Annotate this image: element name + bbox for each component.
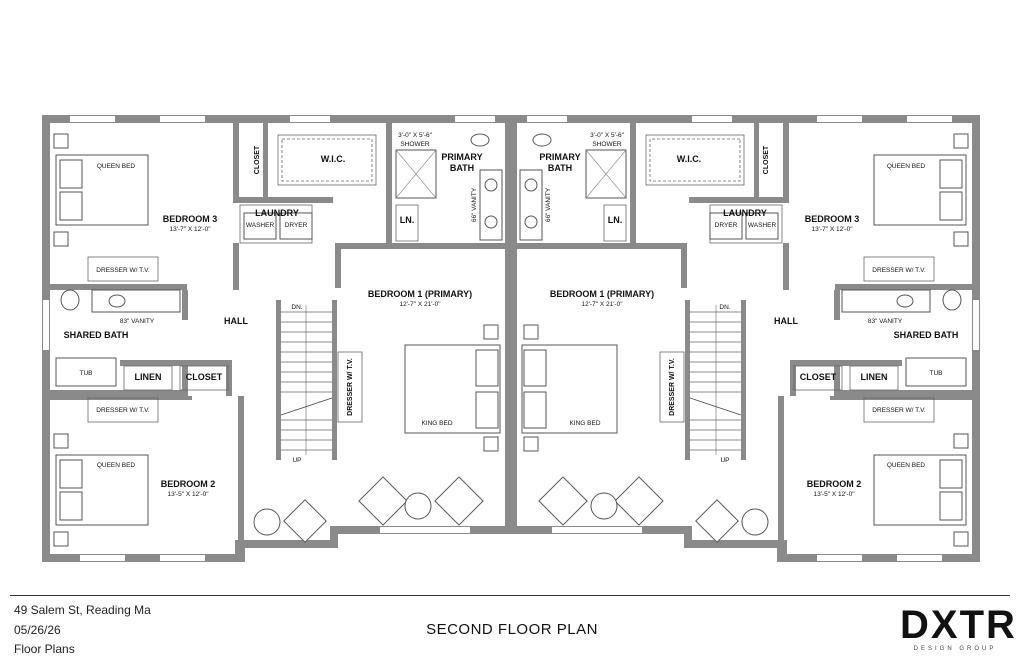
primary-vanity-label: 66" VANITY	[471, 187, 478, 222]
shower-dimensions: 3'-0" X 5'-6"	[590, 132, 625, 139]
hall-closet-label: CLOSET	[186, 372, 223, 382]
linen-label: LINEN	[861, 372, 888, 382]
primary-dresser-label: DRESSER W/ T.V.	[669, 358, 676, 416]
bedroom3-bed-label: QUEEN BED	[97, 163, 136, 170]
bedroom1-dimensions: 12'-7" X 21'-0"	[581, 301, 623, 308]
bedroom2-bed-label: QUEEN BED	[97, 462, 136, 469]
tub-label: TUB	[930, 370, 943, 377]
bedroom2-bed-label: QUEEN BED	[887, 462, 926, 469]
bedroom3-dresser-label: DRESSER W/ T.V.	[872, 267, 926, 274]
unit-right-labels: QUEEN BED BEDROOM 3 13'-7" X 12'-0" DRES…	[539, 132, 958, 498]
stair-treads-left	[280, 305, 333, 455]
linen-small-label: LN.	[400, 215, 415, 225]
primary-bath-label-1: PRIMARY	[539, 152, 580, 162]
stair-up-label: UP	[292, 457, 301, 464]
bedroom3-title: BEDROOM 3	[163, 214, 218, 224]
bedroom1-title: BEDROOM 1 (PRIMARY)	[550, 289, 654, 299]
bedroom1-dimensions: 12'-7" X 21'-0"	[399, 301, 441, 308]
shared-vanity-label: 83" VANITY	[120, 318, 155, 325]
tub-label: TUB	[80, 370, 93, 377]
washer-label: WASHER	[748, 222, 777, 229]
primary-dresser-label: DRESSER W/ T.V.	[347, 358, 354, 416]
king-bed-label: KING BED	[569, 420, 600, 427]
stair-up-label: UP	[720, 457, 729, 464]
bedroom3-title: BEDROOM 3	[805, 214, 860, 224]
footer-date: 05/26/26	[14, 623, 61, 637]
primary-vanity-label: 66" VANITY	[545, 187, 552, 222]
sheet-title: SECOND FLOOR PLAN	[426, 621, 598, 638]
bedroom2-title: BEDROOM 2	[161, 479, 216, 489]
bedroom3-bed-label: QUEEN BED	[887, 163, 926, 170]
bedroom3-dresser-label: DRESSER W/ T.V.	[96, 267, 150, 274]
wic-label: W.I.C.	[321, 154, 346, 164]
primary-bath-label-1: PRIMARY	[441, 152, 482, 162]
closet-top-label: CLOSET	[763, 145, 770, 174]
brand-subtitle: DESIGN GROUP	[913, 646, 997, 652]
shower-label: SHOWER	[400, 141, 430, 148]
dryer-label: DRYER	[715, 222, 738, 229]
bedroom2-dimensions: 13'-5" X 12'-0"	[167, 491, 209, 498]
hall-label: HALL	[774, 316, 798, 326]
linen-label: LINEN	[135, 372, 162, 382]
footer-address: 49 Salem St, Reading Ma	[14, 603, 151, 617]
laundry-label: LAUNDRY	[723, 208, 767, 218]
bedroom3-dimensions: 13'-7" X 12'-0"	[811, 226, 853, 233]
king-bed-label: KING BED	[421, 420, 452, 427]
shower-dimensions: 3'-0" X 5'-6"	[398, 132, 433, 139]
dryer-label: DRYER	[285, 222, 308, 229]
footer-divider	[10, 595, 1010, 596]
shared-bath-label: SHARED BATH	[894, 330, 959, 340]
shared-vanity-label: 83" VANITY	[868, 318, 903, 325]
shared-bath-label: SHARED BATH	[64, 330, 129, 340]
stair-down-label: DN.	[291, 304, 302, 311]
hall-closet-label: CLOSET	[800, 372, 837, 382]
wic-label: W.I.C.	[677, 154, 702, 164]
brand-name: DXTR	[900, 603, 1017, 647]
bedroom2-title: BEDROOM 2	[807, 479, 862, 489]
unit-left-labels: QUEEN BED BEDROOM 3 13'-7" X 12'-0" DRES…	[64, 132, 483, 498]
primary-bath-label-2: BATH	[548, 163, 572, 173]
laundry-label: LAUNDRY	[255, 208, 299, 218]
brand-logo: DXTR DESIGN GROUP	[900, 603, 1017, 652]
linen-small-label: LN.	[608, 215, 623, 225]
closet-top-label: CLOSET	[254, 145, 261, 174]
unit-left	[42, 115, 517, 562]
shower-label: SHOWER	[592, 141, 622, 148]
bedroom1-title: BEDROOM 1 (PRIMARY)	[368, 289, 472, 299]
bedroom3-dimensions: 13'-7" X 12'-0"	[169, 226, 211, 233]
stair-down-label: DN.	[719, 304, 730, 311]
floor-plan: QUEEN BED BEDROOM 3 13'-7" X 12'-0" DRES…	[42, 114, 981, 563]
washer-label: WASHER	[246, 222, 275, 229]
footer-doc-type: Floor Plans	[14, 642, 75, 656]
hall-label: HALL	[224, 316, 248, 326]
bedroom2-dimensions: 13'-5" X 12'-0"	[813, 491, 855, 498]
primary-bath-label-2: BATH	[450, 163, 474, 173]
bedroom2-dresser-label: DRESSER W/ T.V.	[872, 407, 926, 414]
bedroom2-dresser-label: DRESSER W/ T.V.	[96, 407, 150, 414]
